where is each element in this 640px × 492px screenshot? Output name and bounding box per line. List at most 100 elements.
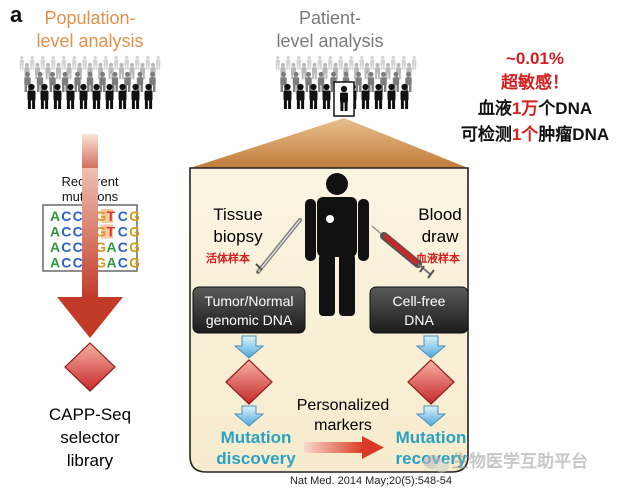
mutation-highlight <box>101 209 113 223</box>
person-silhouette-icon <box>40 83 49 109</box>
selector-line2: selector <box>60 428 120 447</box>
cell-free-dna-box: Cell-free DNA <box>369 286 469 334</box>
person-silhouette-icon <box>400 83 409 109</box>
discovery-line1: Mutation <box>221 428 292 447</box>
tumor-box-line1: Tumor/Normal <box>205 293 294 309</box>
person-silhouette-icon <box>395 62 402 80</box>
markers-line1: Personalized <box>297 397 390 414</box>
person-silhouette-icon <box>391 55 396 70</box>
tumor-normal-box: Tumor/Normal genomic DNA <box>192 286 306 334</box>
patient-title-line2: level analysis <box>276 31 383 51</box>
patient-title-line1: Patient- <box>299 8 361 28</box>
markers-right-arrow <box>304 436 384 459</box>
discovery-line2: discovery <box>216 449 296 468</box>
tissue-line1: Tissue <box>213 205 262 224</box>
person-silhouette-icon <box>79 83 88 109</box>
person-silhouette-icon <box>92 83 101 109</box>
person-silhouette-icon <box>301 62 307 80</box>
person-silhouette-icon <box>27 83 36 109</box>
person-silhouette-icon <box>355 71 362 92</box>
person-silhouette-icon <box>380 71 387 92</box>
sequence-base: G <box>129 255 140 271</box>
selected-patient-icon <box>333 81 355 117</box>
sequence-base: G <box>129 208 140 224</box>
discovery-arrow-bottom <box>233 405 265 427</box>
blood-line2: draw <box>422 227 460 246</box>
person-silhouette-icon <box>139 62 146 80</box>
person-silhouette-icon <box>49 71 56 92</box>
person-silhouette-icon <box>359 55 364 70</box>
person-silhouette-icon <box>290 62 297 80</box>
sequence-base: G <box>95 224 106 240</box>
population-down-arrow <box>57 134 123 338</box>
population-title-line2: level analysis <box>36 31 143 51</box>
sequence-base: C <box>73 224 83 240</box>
person-silhouette-icon <box>307 55 312 70</box>
sensitivity-line1-post: 个DNA <box>537 98 592 118</box>
sequence-base: G <box>95 255 106 271</box>
markers-line2: markers <box>314 417 372 434</box>
sequence-base: A <box>107 239 117 255</box>
person-silhouette-icon <box>309 83 318 109</box>
person-silhouette-icon <box>317 71 325 92</box>
sequence-base: G <box>129 224 140 240</box>
panel-letter: a <box>10 2 23 27</box>
sequence-base: C <box>73 208 83 224</box>
sequence-base: C <box>61 255 71 271</box>
sensitivity-line2: 可检测1个肿瘤DNA <box>461 124 609 144</box>
person-silhouette-icon <box>45 62 51 80</box>
sensitivity-line2-post: 肿瘤DNA <box>538 124 609 144</box>
recovery-line1: Mutation <box>396 428 467 447</box>
person-silhouette-icon <box>129 62 135 80</box>
selector-diamond-icon <box>64 342 116 392</box>
person-silhouette-icon <box>105 83 114 109</box>
person-silhouette-icon <box>296 83 305 109</box>
discovery-arrow-top <box>233 335 265 359</box>
blood-cn-label: 血液样本 <box>416 251 460 265</box>
person-silhouette-icon <box>103 55 108 70</box>
sequence-base: C <box>61 224 71 240</box>
recovery-diamond-icon <box>407 359 455 405</box>
person-silhouette-icon <box>30 55 35 70</box>
recovery-arrow-top <box>415 335 447 359</box>
person-silhouette-icon <box>311 62 318 80</box>
person-silhouette-icon <box>74 71 81 92</box>
population-crowd <box>19 55 161 109</box>
person-silhouette-icon <box>374 62 381 80</box>
person-silhouette-icon <box>124 71 131 92</box>
sequence-base: G <box>95 208 106 224</box>
person-silhouette-icon <box>283 83 292 109</box>
sensitivity-line1: 血液1万个DNA <box>478 98 592 118</box>
person-silhouette-icon <box>370 55 375 70</box>
person-silhouette-icon <box>93 55 98 70</box>
person-silhouette-icon <box>275 55 280 70</box>
person-silhouette-icon <box>349 55 354 70</box>
population-title-line1: Population- <box>44 8 135 28</box>
tumor-site-marker <box>326 215 334 223</box>
person-silhouette-icon <box>412 55 417 70</box>
person-silhouette-icon <box>328 55 333 70</box>
sequence-base: G <box>129 239 140 255</box>
biopsy-needle-icon <box>255 218 302 274</box>
person-silhouette-icon <box>82 55 87 70</box>
recovery-arrow-bottom <box>415 405 447 427</box>
person-silhouette-icon <box>118 62 125 80</box>
sensitivity-percent: ~0.01% <box>506 49 564 68</box>
cfdna-box-line1: Cell-free <box>393 293 446 309</box>
tissue-cn-label: 活体样本 <box>206 251 250 265</box>
sequence-base: C <box>118 224 128 240</box>
sequence-base: A <box>107 255 117 271</box>
person-silhouette-icon <box>99 71 106 92</box>
tissue-line2: biopsy <box>213 227 263 246</box>
person-silhouette-icon <box>322 83 331 109</box>
sequence-base: A <box>50 239 60 255</box>
watermark: 生物医学互助平台 <box>423 451 588 473</box>
person-silhouette-icon <box>118 83 127 109</box>
sequence-base: A <box>50 255 60 271</box>
person-silhouette-icon <box>145 55 150 70</box>
discovery-diamond-icon <box>225 359 273 405</box>
sequence-base: A <box>50 224 60 240</box>
person-silhouette-icon <box>55 62 62 80</box>
citation: Nat Med. 2014 May;20(5):548-54 <box>290 475 452 487</box>
